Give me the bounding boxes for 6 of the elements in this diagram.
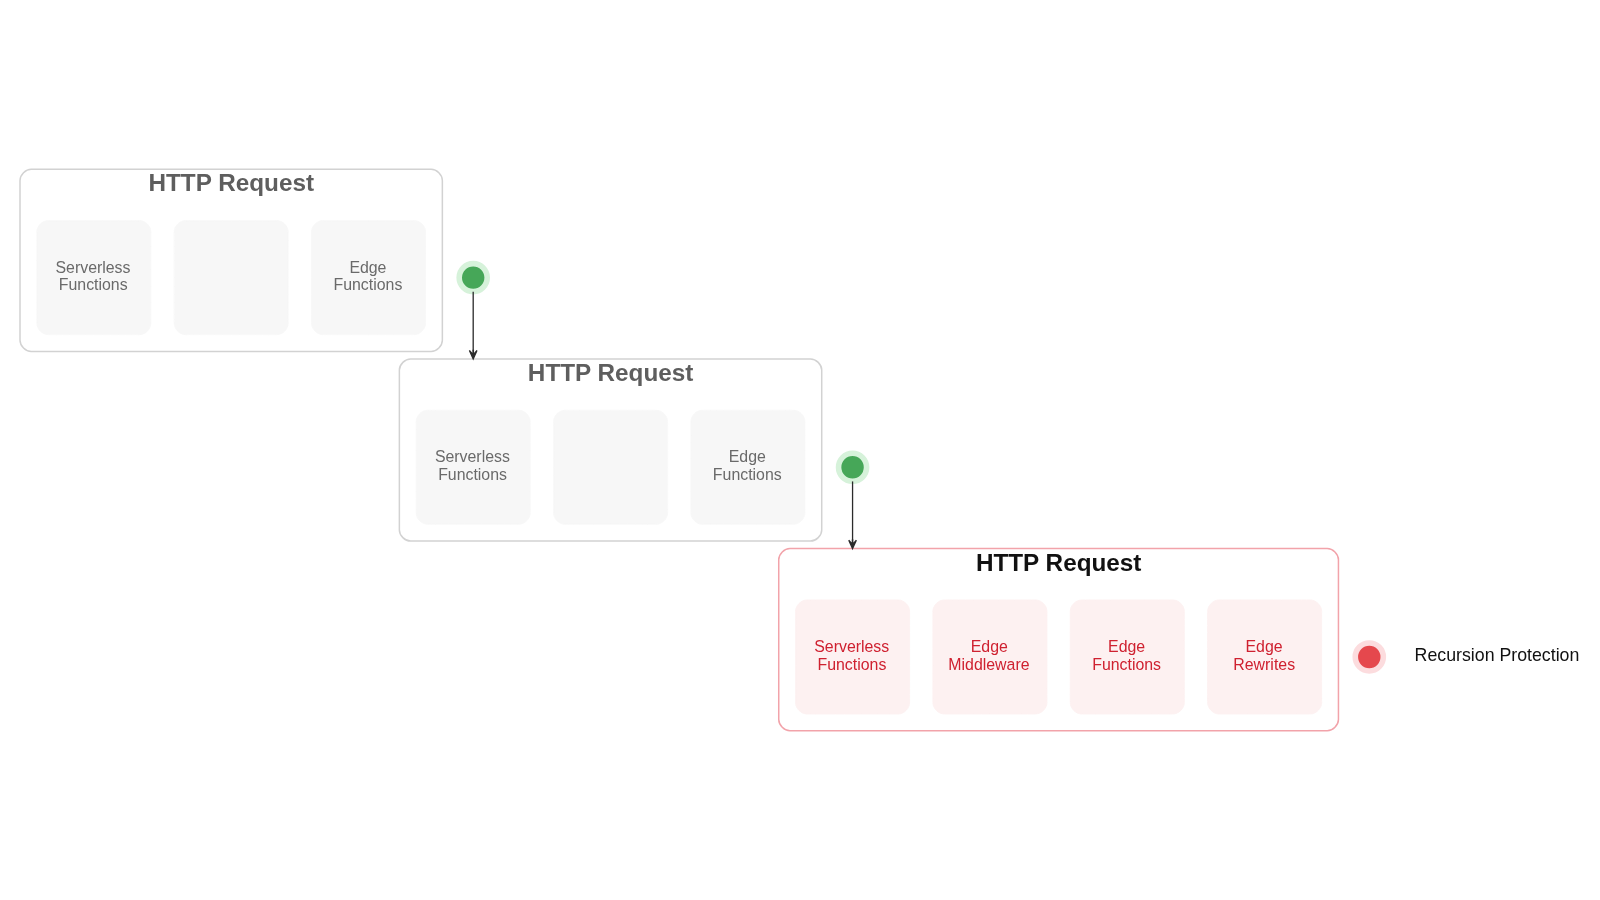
arrow	[468, 291, 478, 360]
node-circle	[456, 260, 490, 295]
node-circle	[1352, 640, 1387, 674]
label: Recursion Protection	[1414, 645, 1580, 666]
node-circle	[835, 450, 870, 485]
arrow	[848, 480, 857, 550]
